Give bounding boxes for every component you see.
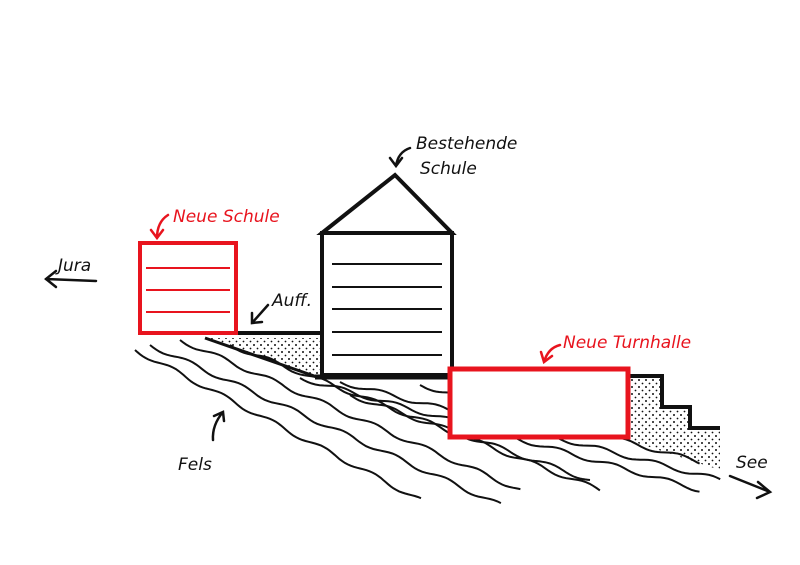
- label-existing-school-2: Schule: [420, 159, 477, 179]
- label-rock: Fels: [178, 455, 212, 475]
- rock-stratum-line: [229, 344, 601, 492]
- rock-stratum-line: [349, 394, 591, 481]
- label-existing-school-1: Bestehende: [416, 134, 517, 154]
- rock-arrow-icon: [211, 410, 226, 442]
- new-gym-building: [447, 366, 631, 440]
- new-school-building: [138, 241, 238, 335]
- label-new-school: Neue Schule: [173, 207, 280, 227]
- existing-school-arrow-icon: [388, 146, 412, 169]
- rock-stratum-line: [149, 344, 502, 504]
- label-fill: Auff.: [271, 291, 312, 311]
- lake-arrow-icon: [728, 474, 773, 500]
- fill-ground: [204, 331, 321, 380]
- new-school-arrow-icon: [149, 213, 170, 241]
- label-lake: See: [736, 453, 768, 473]
- new-gym-arrow-icon: [539, 343, 562, 365]
- existing-school-building: [315, 172, 457, 380]
- label-new-gym: Neue Turnhalle: [563, 333, 691, 353]
- jura-arrow-icon: [43, 269, 98, 289]
- lake-steps: [628, 374, 720, 470]
- label-jura: Jura: [55, 256, 91, 276]
- rock-stratum-line: [134, 349, 422, 500]
- fill-arrow-icon: [250, 303, 270, 325]
- rock-stratum-line: [179, 339, 521, 491]
